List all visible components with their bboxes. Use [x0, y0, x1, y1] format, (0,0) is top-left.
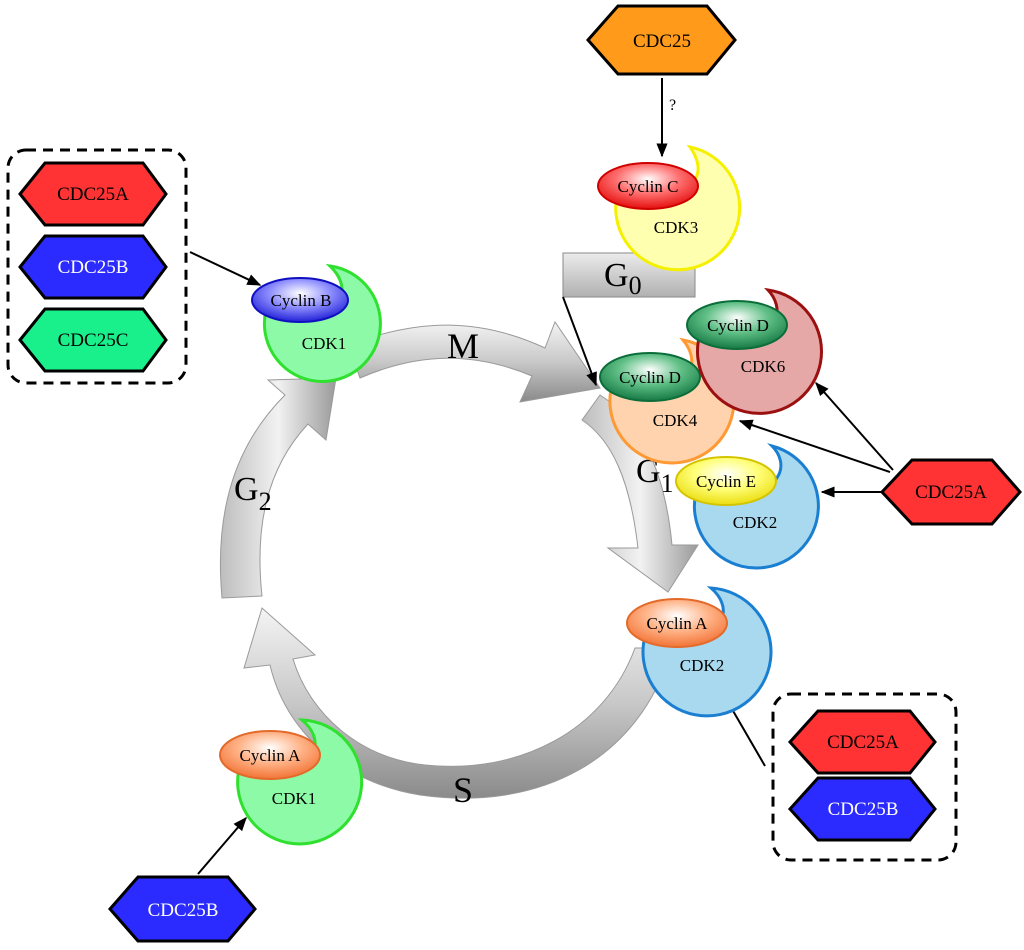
- left-cdc25-group: CDC25A CDC25B CDC25C: [6, 148, 188, 385]
- cyclin-d-cdk6-label: Cyclin D: [707, 316, 769, 335]
- svg-text:CDC25C: CDC25C: [58, 330, 129, 351]
- cdk6-label: CDK6: [741, 357, 785, 376]
- svg-text:CDC25B: CDC25B: [828, 799, 899, 820]
- cyclin-c-ellipse: [597, 162, 699, 210]
- cyclin-e-label: Cyclin E: [696, 472, 756, 491]
- phase-g0-label: G0: [604, 257, 642, 300]
- arrow-cdc25b-to-cdk1: [197, 816, 247, 875]
- svg-text:CDC25A: CDC25A: [57, 184, 129, 205]
- complex-cyclin-b-cdk1: Cyclin B CDK1: [251, 263, 382, 383]
- cyclin-a-right-label: Cyclin A: [647, 614, 709, 633]
- bottom-right-cdc25-group: CDC25A CDC25B: [771, 692, 958, 862]
- cdc25-top-hexagon: CDC25: [585, 4, 737, 76]
- cdc25c-left-hexagon: CDC25C: [18, 307, 168, 373]
- cyclin-d-cdk6-ellipse: [686, 300, 788, 350]
- cyclin-b-label: Cyclin B: [271, 291, 332, 310]
- svg-text:CDC25A: CDC25A: [827, 732, 899, 753]
- cyclin-b-ellipse: [251, 277, 349, 323]
- arrow-cdc25a-to-cdk4: [738, 419, 891, 473]
- cdk1-top-label: CDK1: [302, 334, 346, 353]
- complex-cyclin-e-cdk2: Cyclin E CDK2: [675, 443, 820, 570]
- cdk2-a-label: CDK2: [680, 656, 724, 675]
- cdc25a-right-hexagon: CDC25A: [879, 458, 1022, 526]
- cdc25b-bottom-left-hexagon: CDC25B: [108, 875, 257, 943]
- svg-text:CDC25: CDC25: [633, 31, 691, 52]
- cdk4-label: CDK4: [653, 411, 698, 430]
- cdc25a-left-hexagon: CDC25A: [18, 161, 168, 227]
- cyclin-e-ellipse: [675, 456, 777, 506]
- cyclin-a-left-label: Cyclin A: [240, 746, 302, 765]
- cyclin-d-cdk4-label: Cyclin D: [619, 368, 681, 387]
- arrow-g0-to-cdk4: [562, 296, 597, 387]
- cdk3-label: CDK3: [654, 218, 698, 237]
- m-phase-arrow: [347, 320, 601, 403]
- complex-cyclin-d-cdk6: Cyclin D CDK6: [686, 287, 823, 415]
- question-mark: ?: [669, 97, 676, 114]
- svg-text:CDC25B: CDC25B: [148, 900, 219, 921]
- svg-text:CDC25B: CDC25B: [58, 257, 129, 278]
- cdk1-bottom-label: CDK1: [272, 789, 316, 808]
- cyclin-a-left-ellipse: [219, 730, 321, 780]
- complex-cyclin-a-cdk2: Cyclin A CDK2: [626, 586, 773, 718]
- cyclin-d-cdk4-ellipse: [599, 352, 701, 402]
- complex-cyclin-a-cdk1: Cyclin A CDK1: [219, 718, 364, 846]
- cdc25b-bottom-right-hexagon: CDC25B: [787, 776, 937, 842]
- cdk2-e-label: CDK2: [733, 513, 777, 532]
- cdc25a-bottom-right-hexagon: CDC25A: [787, 709, 937, 775]
- phase-m-label: M: [447, 326, 479, 366]
- arrow-cdc25a-to-cdk6: [815, 381, 894, 471]
- cyclin-c-label: Cyclin C: [618, 177, 679, 196]
- phase-s-label: S: [453, 770, 473, 810]
- arrow-left-group-to-cyclin-b: [189, 251, 262, 286]
- cyclin-a-right-ellipse: [626, 598, 728, 648]
- phase-g2-label: G2: [234, 471, 272, 516]
- complex-cyclin-c-cdk3: Cyclin C CDK3: [597, 144, 742, 272]
- cdc25b-left-hexagon: CDC25B: [18, 234, 168, 300]
- svg-text:CDC25A: CDC25A: [915, 482, 987, 503]
